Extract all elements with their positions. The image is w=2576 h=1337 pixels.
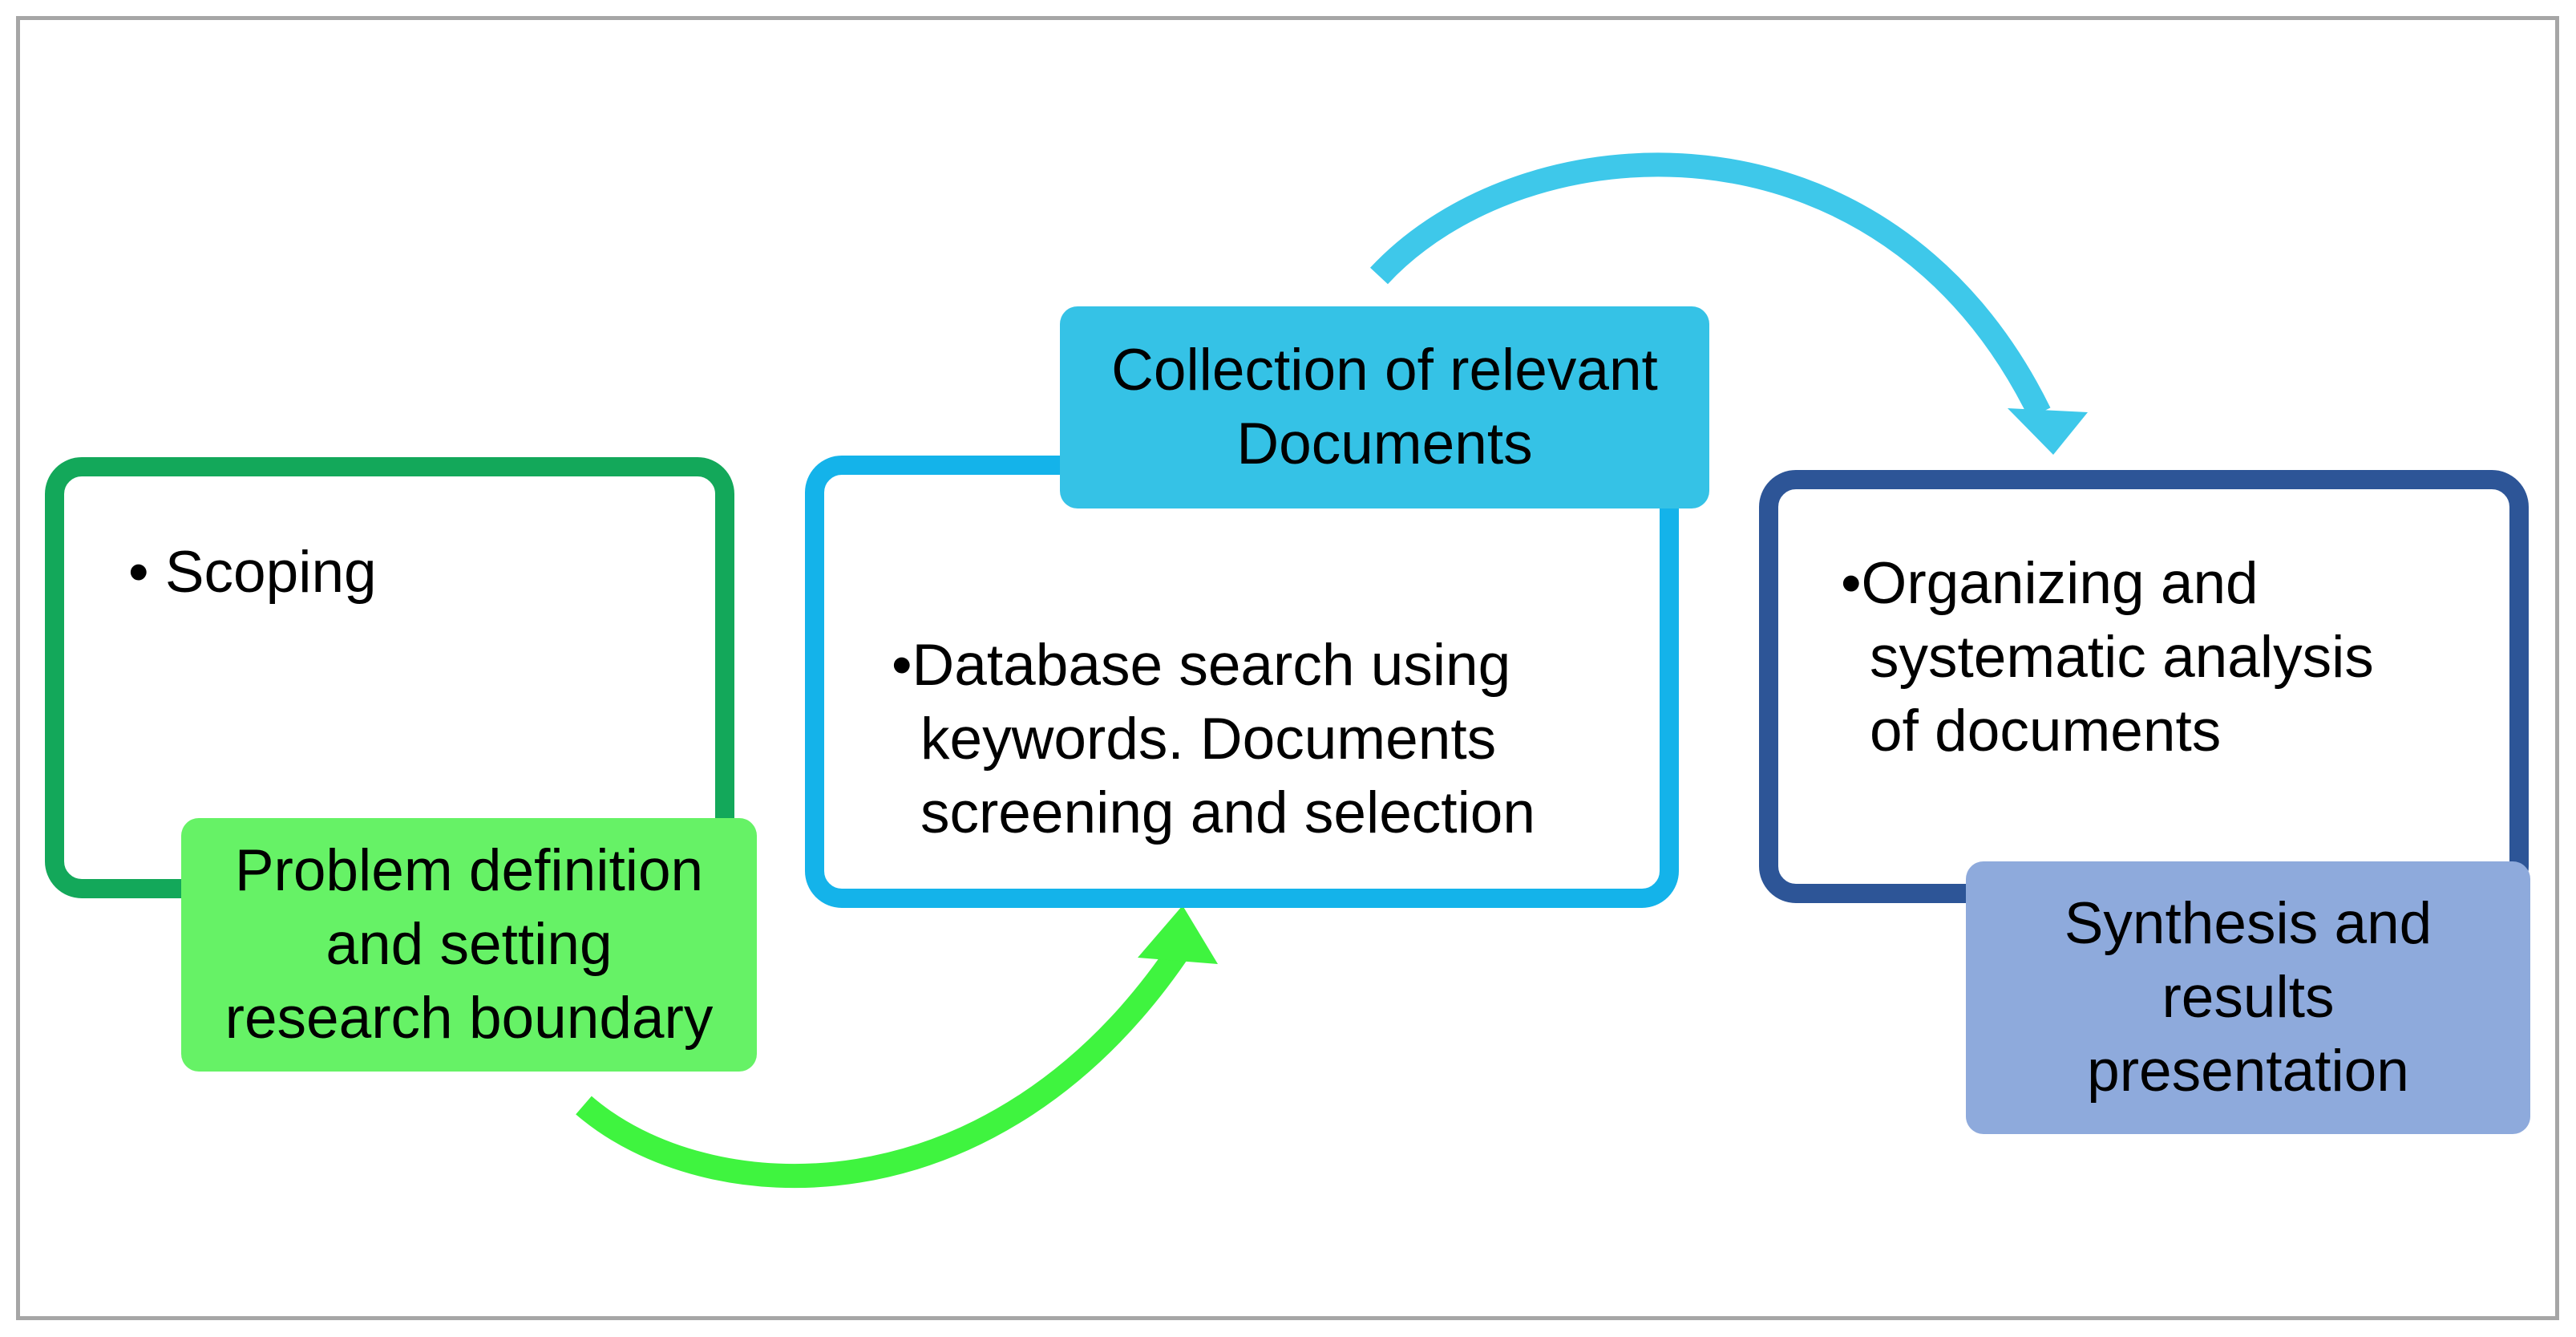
stage2-label-line: Collection of relevant bbox=[1111, 338, 1658, 403]
stage2-label: Collection of relevant Documents bbox=[1060, 306, 1709, 508]
stage3-label-line: Synthesis and bbox=[2064, 891, 2432, 956]
stage3-label-line: results bbox=[2161, 965, 2335, 1030]
stage1-label: Problem definition and setting research … bbox=[181, 818, 757, 1072]
arrow-stage2-to-stage3 bbox=[1370, 152, 2088, 455]
stage3-bullet-line: •Organizing and bbox=[1841, 551, 2259, 616]
stage3-label-line: presentation bbox=[2087, 1039, 2409, 1104]
stage1-box bbox=[45, 457, 734, 898]
arrow-stage1-to-stage2-head bbox=[1138, 906, 1218, 964]
stage2-label-line: Documents bbox=[1236, 411, 1533, 476]
stage1-bullet: • Scoping bbox=[128, 540, 377, 605]
stage3-label: Synthesis and results presentation bbox=[1966, 861, 2530, 1134]
stage2-bullet-line: keywords. Documents bbox=[920, 707, 1497, 772]
stage2-bullet-line: screening and selection bbox=[920, 780, 1535, 845]
arrow-stage2-to-stage3-head bbox=[2008, 408, 2088, 455]
arrow-stage2-to-stage3-curve bbox=[1370, 152, 2051, 419]
stage2-bullet: •Database search using keywords. Documen… bbox=[892, 629, 1535, 850]
stage3-bullet-line: of documents bbox=[1870, 699, 2222, 764]
stage1-label-line: research boundary bbox=[224, 986, 714, 1051]
diagram-frame bbox=[16, 16, 2559, 1320]
stage1-label-line: and setting bbox=[326, 912, 613, 977]
stage3-bullet-line: systematic analysis bbox=[1870, 625, 2374, 690]
arrow-stage1-to-stage2 bbox=[576, 906, 1218, 1189]
stage1-label-line: Problem definition bbox=[234, 838, 704, 903]
arrow-stage1-to-stage2-curve bbox=[576, 939, 1192, 1189]
stage2-bullet-line: •Database search using bbox=[892, 633, 1511, 698]
stage3-bullet: •Organizing and systematic analysis of d… bbox=[1841, 547, 2374, 768]
